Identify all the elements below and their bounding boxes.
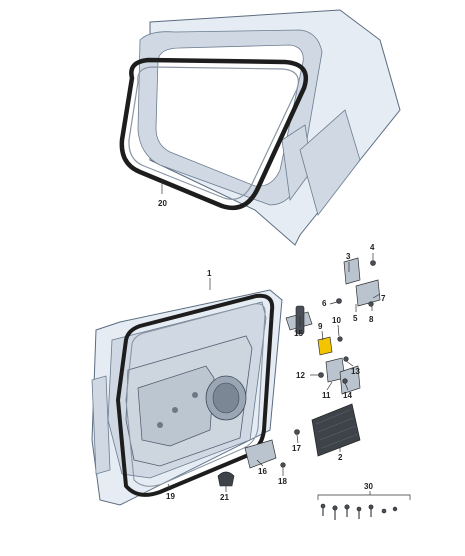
leader-lines [161,180,411,500]
callout-5: 5 [353,314,358,323]
callout-19: 19 [166,492,175,501]
callout-18: 18 [278,477,287,486]
rear-door-seal [119,57,309,211]
front-door [91,289,283,506]
grommet-21 [217,471,235,487]
callout-labels: 20 1 3 4 6 7 5 8 9 10 15 14 13 12 11 17 … [158,199,386,502]
callout-12: 12 [296,371,305,380]
callout-13: 13 [351,367,360,376]
callout-9: 9 [318,322,323,331]
callout-20: 20 [158,199,167,208]
callout-8: 8 [369,315,374,324]
callout-3: 3 [346,252,351,261]
callout-7: 7 [381,294,386,303]
highlighted-part-9 [317,336,343,356]
callout-2: 2 [338,453,343,462]
callout-4: 4 [370,243,375,252]
callout-30: 30 [364,482,373,491]
callout-6: 6 [322,299,327,308]
upper-hinge [336,257,381,307]
lower-hinge [318,356,361,395]
callout-21: 21 [220,493,229,502]
callout-11: 11 [322,391,331,400]
sound-insulation-pad [311,403,361,457]
front-door-seal [116,293,275,497]
callout-10: 10 [332,316,341,325]
callout-1: 1 [207,269,212,278]
callout-16: 16 [258,467,267,476]
callout-15: 15 [294,329,303,338]
fastener-set-30 [320,503,398,520]
callout-14: 14 [343,391,352,400]
car-body-door-opening [137,9,401,246]
callout-17: 17 [292,444,301,453]
striker-bracket [244,429,300,469]
